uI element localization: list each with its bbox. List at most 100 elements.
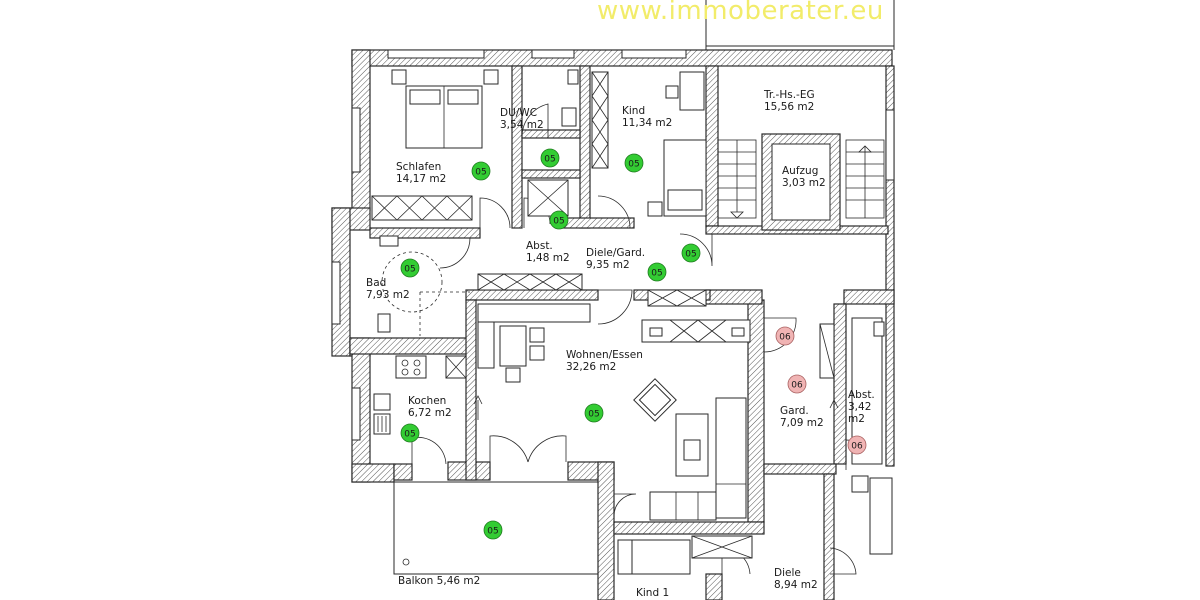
south-wall-a <box>393 463 413 481</box>
wardrobe-schlafen <box>371 195 473 221</box>
marker-label: 05 <box>404 265 415 275</box>
unit-marker: 06 <box>847 435 867 455</box>
stove <box>395 355 427 379</box>
cabinet-abst <box>477 273 583 291</box>
wall-kind1-east <box>705 573 723 600</box>
marker-circle <box>483 520 503 540</box>
room-abst2-name: Abst. <box>848 389 875 401</box>
east-wall <box>885 65 895 467</box>
wall-kind-bottom <box>559 217 635 229</box>
room-treppenhaus-name: Tr.-Hs.-EG <box>763 89 815 101</box>
room-abst2-unit: m2 <box>848 413 865 425</box>
watermark: www.immoberater.eu <box>597 0 884 26</box>
window-schlafen-west <box>351 107 361 173</box>
wall-kind1-west <box>597 461 615 600</box>
marker-label: 05 <box>544 155 555 165</box>
desk-kind <box>679 71 705 111</box>
room-abst2-area: 3,42 <box>848 401 871 413</box>
balcony-outline <box>393 481 599 575</box>
room-abst-area: 1,48 m2 <box>526 252 570 264</box>
unit-markers: 05 05 05 05 05 05 <box>400 148 867 540</box>
room-kochen-name: Kochen <box>408 395 446 407</box>
room-schlafen-name: Schlafen <box>396 161 441 173</box>
windows <box>331 49 895 441</box>
marker-circle <box>624 153 644 173</box>
wall-gard-east <box>833 303 847 465</box>
nightstand-kind <box>647 201 663 217</box>
wall-schlafen-east <box>511 65 523 229</box>
wall-stair-south-b <box>843 289 895 305</box>
marker-circle <box>647 262 667 282</box>
stairs <box>717 139 885 219</box>
marker-circle <box>400 423 420 443</box>
marker-circle <box>847 435 867 455</box>
wall-lower-right <box>823 473 835 600</box>
room-kind-name: Kind <box>622 105 645 117</box>
nightstand-left <box>391 69 407 85</box>
shelf-abst2 <box>851 317 883 465</box>
toilet <box>561 107 577 127</box>
room-gard-area: 7,09 m2 <box>780 417 824 429</box>
marker-circle <box>787 374 807 394</box>
room-labels: Schlafen 14,17 m2 DU/WC 3,54 m2 Kind 11,… <box>366 89 875 599</box>
wall-kitchen-east <box>465 299 477 481</box>
door-balkon-left <box>489 435 529 463</box>
wall-kind-west <box>579 65 591 229</box>
unit-marker: 06 <box>775 326 795 346</box>
south-wall-west <box>351 463 395 483</box>
door-schlafen <box>479 197 511 229</box>
nightstand-right <box>483 69 499 85</box>
sofa-right <box>715 397 747 519</box>
marker-circle <box>549 210 569 230</box>
unit-marker: 05 <box>400 423 420 443</box>
window-stair <box>885 109 895 181</box>
wall-stair-south-a <box>705 289 763 305</box>
room-aufzug-name: Aufzug <box>782 165 818 177</box>
room-balkon-name: Balkon 5,46 m2 <box>398 575 480 587</box>
sink-bad <box>379 235 399 247</box>
wall-kind1-north <box>613 521 765 535</box>
nightstand-lower <box>851 475 869 493</box>
unit-marker: 05 <box>549 210 569 230</box>
door-entrance <box>679 233 713 267</box>
dining-chair-2 <box>529 345 545 361</box>
shelf-kind <box>591 71 609 169</box>
window-kochen <box>351 387 361 441</box>
marker-label: 05 <box>404 430 415 440</box>
marker-label: 05 <box>475 168 486 178</box>
wall-gard-south <box>763 463 837 475</box>
door-bad <box>439 237 471 269</box>
marker-circle <box>681 243 701 263</box>
unit-marker: 05 <box>647 262 667 282</box>
window-schlafen <box>387 49 485 59</box>
room-diele2-area: 8,94 m2 <box>774 579 818 591</box>
marker-label: 05 <box>651 269 662 279</box>
marker-label: 06 <box>791 381 803 391</box>
door-living <box>597 289 633 325</box>
unit-marker: 05 <box>681 243 701 263</box>
room-wohnen-area: 32,26 m2 <box>566 361 616 373</box>
window-kind <box>621 49 687 59</box>
dining-chair-1 <box>529 327 545 343</box>
room-bad-area: 7,93 m2 <box>366 289 410 301</box>
sideboard <box>477 303 591 323</box>
door-kochen <box>411 437 447 465</box>
marker-label: 05 <box>628 160 639 170</box>
marker-label: 05 <box>588 410 599 420</box>
wall-duwc-bottom <box>521 129 581 139</box>
wardrobe-diele <box>647 289 707 307</box>
room-bad-name: Bad <box>366 277 386 289</box>
room-duwc-area: 3,54 m2 <box>500 119 544 131</box>
room-duwc-name: DU/WC <box>500 107 537 119</box>
dining-chair-3 <box>505 367 521 383</box>
marker-circle <box>400 258 420 278</box>
room-gard-name: Gard. <box>780 405 809 417</box>
door-kind <box>597 195 631 229</box>
dining-table <box>499 325 527 367</box>
marker-circle <box>540 148 560 168</box>
marker-circle <box>584 403 604 423</box>
room-diele-area: 9,35 m2 <box>586 259 630 271</box>
balcony-drain <box>402 558 410 566</box>
